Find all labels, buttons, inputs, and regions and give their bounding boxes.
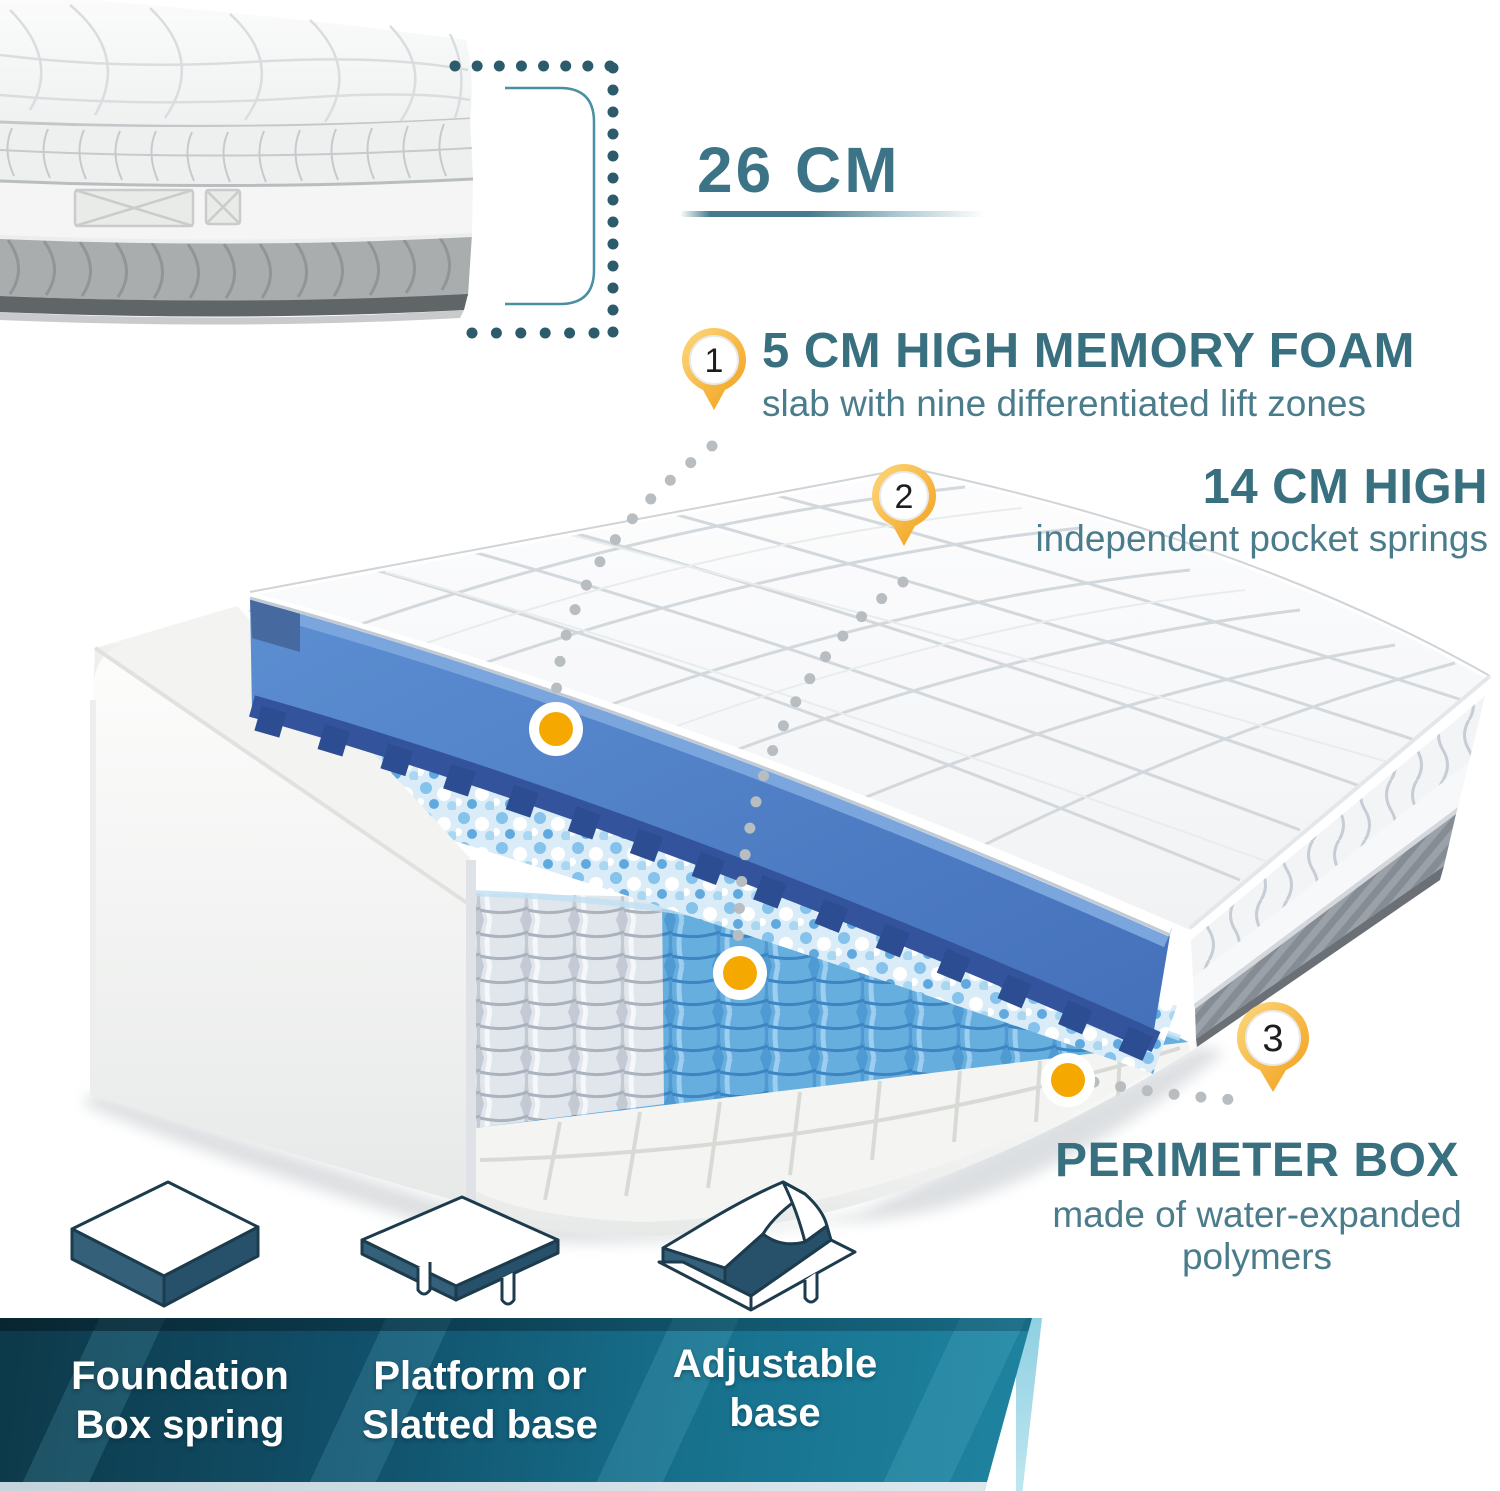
base-option-label-2: Platform or Slatted base	[362, 1354, 598, 1447]
height-bracket	[505, 86, 596, 306]
mattress-side-panel	[1188, 674, 1492, 1047]
photo-handle-band	[0, 177, 474, 241]
callout-3-pin-icon: 3	[1237, 1002, 1309, 1092]
photo-pillow-band	[0, 119, 473, 185]
callout-1-subtitle: slab with nine differentiated lift zones	[762, 383, 1367, 425]
photo-bottom-edge	[0, 294, 468, 317]
measurement-dots	[449, 60, 619, 339]
callout-2-subtitle: independent pocket springs	[1035, 518, 1488, 560]
mattress-corner-photo	[0, 0, 619, 339]
callout-2-title: 14 CM HIGH	[1202, 460, 1488, 514]
memory-foam-layer	[249, 592, 1173, 1062]
callout-2-pin-icon: 2	[872, 464, 936, 546]
pocket-springs	[469, 890, 1188, 1128]
photo-woven-band	[0, 233, 473, 301]
callout-3: PERIMETER BOX made of water-expanded pol…	[1022, 1134, 1492, 1277]
mattress-cutaway-illustration	[82, 440, 1492, 1243]
callout-dot-1	[529, 702, 583, 756]
callout-3-subtitle: made of water-expanded polymers	[1052, 1194, 1462, 1277]
callout-dot-2	[713, 946, 767, 1000]
adjustable-base-icon	[657, 1180, 857, 1312]
measurement-label: 26 CM	[697, 134, 901, 206]
bottom-band	[0, 1318, 1032, 1491]
callout-1: 5 CM HIGH MEMORY FOAM slab with nine dif…	[762, 324, 1500, 425]
svg-text:2: 2	[895, 478, 914, 516]
svg-text:3: 3	[1262, 1018, 1283, 1060]
svg-text:1: 1	[705, 342, 724, 380]
dotted-trail-2	[732, 576, 909, 941]
callout-1-pin-icon: 1	[682, 328, 746, 410]
photo-quilted-top	[0, 0, 472, 128]
perimeter-foam-box	[90, 606, 476, 1205]
base-option-label-1: Foundation Box spring	[71, 1354, 289, 1447]
base-option-label-3: Adjustable base	[672, 1342, 878, 1435]
quilted-top	[249, 463, 1492, 930]
callout-3-title: PERIMETER BOX	[1055, 1134, 1459, 1187]
callout-dot-3	[1041, 1053, 1095, 1107]
platform-base-icon	[360, 1195, 560, 1306]
box-spring-icon	[70, 1180, 260, 1308]
bottom-band-strip	[0, 1482, 1032, 1491]
callout-2: 14 CM HIGH independent pocket springs	[928, 460, 1488, 560]
measurement-underline	[680, 211, 985, 217]
dotted-trail-1	[551, 440, 718, 694]
mattress-shadow	[82, 1046, 1225, 1243]
callout-1-title: 5 CM HIGH MEMORY FOAM	[762, 324, 1415, 378]
mattress-handle	[73, 188, 242, 228]
